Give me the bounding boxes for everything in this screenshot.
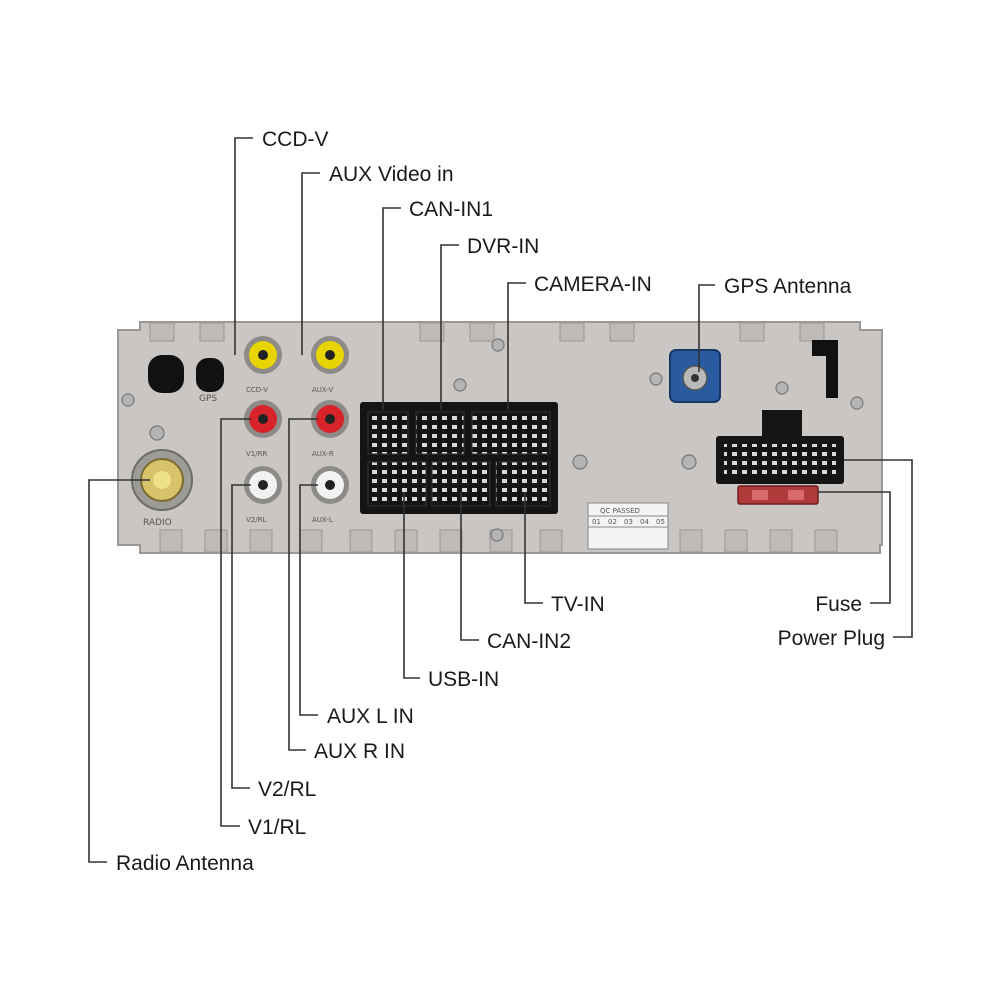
- qc-cell: 05: [656, 518, 665, 526]
- leader-ccd-v: [234, 137, 253, 355]
- label-can-in2: CAN-IN2: [487, 630, 571, 653]
- panel-label-v2-rl: V2/RL: [246, 516, 266, 524]
- rca-jack-aux-r: [311, 400, 349, 438]
- leader-power-plug: [844, 459, 913, 638]
- rca-jack-v1-rr: [244, 400, 282, 438]
- label-aux-video-in: AUX Video in: [329, 163, 454, 186]
- leader-tv-in: [524, 492, 543, 604]
- qc-cell: 02: [608, 518, 617, 526]
- leader-dvr-in: [440, 244, 459, 410]
- label-tv-in: TV-IN: [551, 593, 605, 616]
- rca-jack-aux-l: [311, 466, 349, 504]
- tv-in-port: [495, 461, 551, 507]
- rca-jack-v2-rl: [244, 466, 282, 504]
- panel-top-tabs: [149, 322, 825, 342]
- qc-cell: 01: [592, 518, 601, 526]
- panel-label-radio: RADIO: [143, 518, 172, 528]
- leader-aux-l-in: [299, 484, 318, 716]
- qc-sticker: QC PASSED 01 02 03 04 05: [587, 502, 669, 550]
- power-plug-connector: [716, 410, 844, 484]
- leader-camera-in: [507, 282, 526, 410]
- usb-in-port: [367, 461, 427, 507]
- panel-hole-left: [148, 355, 184, 393]
- qc-cell: 04: [640, 518, 649, 526]
- label-fuse: Fuse: [815, 593, 862, 616]
- leader-radio-antenna: [88, 479, 150, 863]
- dvr-in-port: [415, 411, 465, 455]
- leader-fuse: [818, 491, 891, 604]
- label-v1-rl: V1/RL: [248, 816, 306, 839]
- panel-hole-right: [196, 358, 224, 392]
- label-radio-antenna: Radio Antenna: [116, 852, 254, 875]
- camera-in-port: [471, 411, 551, 455]
- panel-latch: [812, 340, 838, 398]
- rca-jack-ccd-v: [244, 336, 282, 374]
- panel-label-v1-rr: V1/RR: [246, 450, 267, 458]
- radio-antenna-socket: [131, 449, 193, 511]
- fuse: [737, 485, 819, 505]
- panel-label-gps: GPS: [199, 394, 217, 404]
- leader-gps-antenna: [698, 284, 715, 372]
- qc-sticker-title: QC PASSED: [600, 507, 640, 515]
- gps-antenna-connector: [669, 349, 721, 403]
- label-v2-rl: V2/RL: [258, 778, 316, 801]
- qc-cell: 03: [624, 518, 633, 526]
- label-aux-l-in: AUX L IN: [327, 705, 414, 728]
- head-unit-rear-panel: GPS RADIO: [117, 321, 883, 554]
- multi-connector-block: [360, 402, 558, 514]
- leader-v2-rl: [231, 484, 251, 789]
- label-aux-r-in: AUX R IN: [314, 740, 405, 763]
- label-camera-in: CAMERA-IN: [534, 273, 652, 296]
- label-gps-antenna: GPS Antenna: [724, 275, 852, 298]
- panel-bottom-tabs: [159, 529, 838, 553]
- panel-screws: [121, 338, 864, 542]
- leader-can-in1: [382, 207, 401, 410]
- leader-can-in2: [460, 492, 479, 641]
- callout-labels: CCD-V AUX Video in CAN-IN1 DVR-IN CAMERA…: [116, 128, 885, 875]
- leader-lines: [88, 137, 913, 863]
- leader-aux-r-in: [288, 418, 318, 751]
- label-usb-in: USB-IN: [428, 668, 499, 691]
- panel-label-aux-v: AUX-V: [312, 386, 333, 394]
- panel-label-aux-l: AUX-L: [312, 516, 333, 524]
- panel-label-ccd-v: CCD-V: [246, 386, 268, 394]
- panel-label-aux-r: AUX-R: [312, 450, 334, 458]
- label-power-plug: Power Plug: [778, 627, 885, 650]
- label-ccd-v: CCD-V: [262, 128, 329, 151]
- leader-aux-video-in: [301, 172, 320, 355]
- leader-v1-rl: [220, 418, 251, 827]
- rca-jack-aux-v: [311, 336, 349, 374]
- label-can-in1: CAN-IN1: [409, 198, 493, 221]
- can-in1-port: [367, 411, 409, 455]
- leader-usb-in: [403, 492, 420, 679]
- label-dvr-in: DVR-IN: [467, 235, 539, 258]
